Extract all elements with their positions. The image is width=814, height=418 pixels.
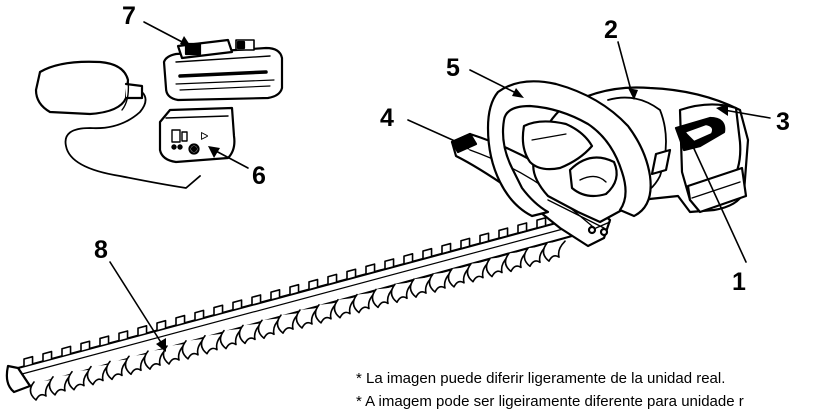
blade-tooth-upper bbox=[156, 319, 167, 331]
blade-tooth-lower bbox=[181, 338, 205, 360]
leader-1 bbox=[689, 139, 747, 263]
blade-tooth-upper bbox=[403, 253, 414, 264]
blade-tooth-upper bbox=[175, 314, 186, 326]
blade-tooth-lower bbox=[86, 363, 110, 386]
blade-tooth-upper bbox=[479, 232, 490, 244]
blade-tooth-lower bbox=[523, 245, 547, 268]
blade-tooth-upper bbox=[422, 247, 433, 259]
blade-tooth-lower bbox=[48, 374, 72, 396]
blade-tooth-lower bbox=[105, 358, 129, 381]
arrow-heads bbox=[156, 36, 728, 352]
blade-tooth-upper bbox=[61, 345, 72, 357]
blade-tooth-lower bbox=[200, 332, 224, 355]
blade-tooth-lower bbox=[276, 312, 300, 334]
blade-tooth-upper bbox=[23, 355, 34, 367]
blade-tooth-upper bbox=[213, 304, 224, 316]
disclaimer-es: * La imagen puede diferir ligeramente de… bbox=[356, 370, 726, 387]
blade-tooth-lower bbox=[352, 291, 376, 314]
blade-tooth-lower bbox=[466, 260, 490, 283]
leader-2 bbox=[617, 41, 633, 95]
wall-adapter bbox=[34, 60, 144, 116]
blade-tooth-lower bbox=[485, 255, 509, 278]
blade-tooth-lower bbox=[390, 281, 414, 304]
disclaimer-pt: * A imagem pode ser ligeiramente diferen… bbox=[356, 393, 744, 410]
blade-tooth-lower bbox=[447, 266, 471, 288]
blade-tooth-lower bbox=[162, 343, 186, 365]
blade-tooth-lower bbox=[295, 307, 319, 329]
blade-tooth-lower bbox=[333, 296, 357, 319]
blade-tooth-lower bbox=[238, 322, 262, 345]
blade-tooth-upper bbox=[498, 227, 509, 239]
blade-tooth-upper bbox=[232, 299, 243, 311]
leader-6 bbox=[213, 149, 249, 169]
blade-tooth-upper bbox=[251, 294, 262, 306]
blade-tooth-upper bbox=[289, 283, 300, 295]
blade-tooth-lower bbox=[29, 379, 53, 401]
blade-tooth-upper bbox=[346, 268, 357, 280]
blade-tooth-lower bbox=[124, 353, 148, 376]
callout-6: 6 bbox=[252, 162, 266, 190]
leader-4 bbox=[407, 119, 467, 147]
blade-tooth-upper bbox=[194, 309, 205, 321]
leader-7 bbox=[143, 21, 187, 45]
blade-tooth-upper bbox=[270, 289, 281, 300]
blade-tooth-lower bbox=[143, 348, 167, 370]
blade-tooth-lower bbox=[542, 240, 566, 262]
leader-3 bbox=[723, 109, 771, 119]
blade-tooth-lower bbox=[67, 368, 91, 391]
blade-tooth-upper bbox=[42, 350, 53, 362]
blade-tooth-upper bbox=[137, 325, 148, 336]
power-symbol-icon: ᐅ bbox=[200, 130, 208, 143]
callout-7: 7 bbox=[122, 2, 136, 30]
blade-tooth-upper bbox=[460, 237, 471, 249]
blade-tooth-lower bbox=[257, 317, 281, 340]
blade bbox=[5, 217, 574, 401]
callout-1: 1 bbox=[732, 268, 746, 296]
blade-tooth-upper bbox=[517, 222, 528, 234]
charger-cord bbox=[64, 91, 201, 189]
blade-tooth-upper bbox=[384, 258, 395, 270]
battery bbox=[162, 38, 284, 102]
callout-4: 4 bbox=[380, 104, 394, 132]
blade-tooth-lower bbox=[428, 271, 452, 293]
blade-tooth-lower bbox=[314, 302, 338, 324]
blade-tooth-upper bbox=[80, 340, 91, 352]
charger-base bbox=[158, 106, 236, 164]
blade-tooth-upper bbox=[327, 273, 338, 285]
callout-5: 5 bbox=[446, 54, 460, 82]
blade-tooth-upper bbox=[365, 263, 376, 275]
callout-8: 8 bbox=[94, 236, 108, 264]
blade-tooth-upper bbox=[441, 242, 452, 254]
callout-2: 2 bbox=[604, 16, 618, 44]
leader-8 bbox=[109, 261, 163, 345]
blade-tooth-upper bbox=[308, 278, 319, 290]
blade-tooth-upper bbox=[99, 335, 110, 347]
blade-tooth-lower bbox=[219, 327, 243, 350]
blade-tooth-lower bbox=[504, 250, 528, 273]
blade-tooth-upper bbox=[536, 217, 547, 228]
blade-tooth-lower bbox=[409, 276, 433, 298]
leader-lines bbox=[109, 21, 771, 345]
blade-tooth-lower bbox=[371, 286, 395, 309]
leader-5 bbox=[469, 69, 519, 95]
blade-tooth-upper bbox=[118, 330, 129, 342]
front-handle bbox=[486, 80, 652, 218]
callout-3: 3 bbox=[776, 108, 790, 136]
